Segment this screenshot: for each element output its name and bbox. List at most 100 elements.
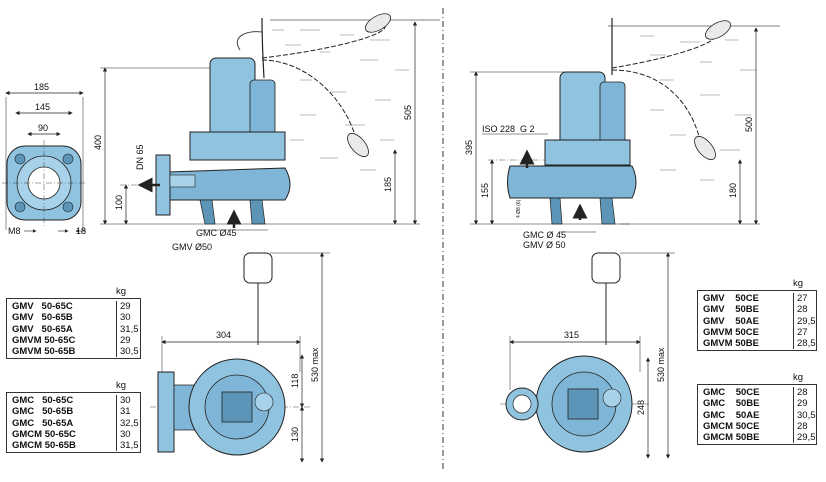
svg-text:4 Ø8 (6): 4 Ø8 (6) [516, 199, 522, 218]
weight-cell: 30 [116, 395, 131, 407]
table-row: GMC 50AE 30,5 [698, 409, 816, 421]
model-cell: GMVM 50-65C [12, 334, 76, 346]
svg-text:530 max: 530 max [656, 347, 666, 382]
svg-text:18: 18 [76, 226, 86, 236]
table-row: GMC 50-65B 31 [7, 406, 140, 418]
svg-text:GMC Ø45: GMC Ø45 [196, 228, 237, 238]
model-cell: GMCM 50-65C [12, 428, 76, 440]
table-row: GMV 50-65C 29 [7, 301, 140, 313]
table-row: GMVM 50CE 27 [698, 326, 816, 339]
weight-unit-label: kg [116, 380, 127, 391]
svg-text:185: 185 [383, 177, 393, 192]
svg-text:GMV Ø50: GMV Ø50 [172, 242, 212, 252]
svg-text:M8: M8 [8, 226, 21, 236]
weight-cell: 27 [793, 326, 808, 339]
svg-text:395: 395 [464, 140, 474, 155]
svg-text:400: 400 [93, 135, 103, 150]
pump-top-view-right: 530 max 315 248 [500, 252, 675, 459]
weight-cell: 30 [116, 312, 131, 324]
svg-text:180: 180 [728, 183, 738, 198]
table-row: GMC 50BE 29 [698, 398, 816, 410]
model-cell: GMVM 50-65B [12, 346, 76, 358]
table-row: GMC 50CE 28 [698, 387, 816, 399]
svg-text:500: 500 [744, 117, 754, 132]
table-row: GMV 50CE 27 [698, 293, 816, 305]
weight-cell: 32,5 [116, 417, 139, 429]
weight-cell: 29 [793, 398, 808, 410]
svg-text:145: 145 [35, 102, 50, 112]
model-cell: GMC 50BE [703, 398, 760, 410]
table-row: GMVM 50BE 28,5 [698, 338, 816, 350]
table-row: GMV 50-65A 31,5 [7, 323, 140, 335]
model-cell: GMCM 50-65B [12, 440, 76, 452]
svg-text:DN 65: DN 65 [135, 144, 145, 170]
model-cell: GMV 50-65B [12, 312, 73, 324]
svg-text:530 max: 530 max [310, 347, 320, 382]
model-cell: GMV 50AE [703, 315, 759, 327]
weight-unit-label: kg [793, 278, 804, 289]
table-row: GMVM 50-65B 30,5 [7, 346, 140, 358]
pump-top-view-left: 530 max 304 118 130 [150, 252, 330, 463]
table-row: GMVM 50-65C 29 [7, 334, 140, 347]
weight-cell: 29,5 [793, 315, 816, 327]
weight-unit-label: kg [116, 286, 127, 297]
weight-cell: 29 [116, 301, 131, 313]
weight-cell: 29 [116, 334, 131, 347]
svg-text:130: 130 [290, 427, 300, 442]
table-row: GMC 50-65A 32,5 [7, 417, 140, 429]
table-row: GMCM 50BE 29,5 [698, 432, 816, 444]
table-row: GMV 50-65B 30 [7, 312, 140, 324]
table-row: GMCM 50-65B 31,5 [7, 440, 140, 452]
svg-text:248: 248 [636, 400, 646, 415]
svg-text:GMC Ø 45: GMC Ø 45 [523, 230, 566, 240]
svg-text:90: 90 [38, 123, 48, 133]
model-cell: GMVM 50BE [703, 338, 759, 350]
weight-cell: 28 [793, 387, 808, 399]
svg-text:155: 155 [480, 183, 490, 198]
weight-cell: 30,5 [793, 409, 816, 421]
svg-text:315: 315 [564, 330, 579, 340]
model-cell: GMC 50-65C [12, 395, 74, 406]
flange-front-view: 185 145 90 M8 18 [2, 82, 86, 236]
model-cell: GMV 50-65C [12, 301, 73, 312]
weight-cell: 28 [793, 420, 808, 433]
table-row: GMCM 50CE 28 [698, 420, 816, 433]
weight-cell: 27 [793, 293, 808, 305]
pump-side-view-left: 505 185 400 100 DN 65 [93, 13, 440, 252]
svg-text:118: 118 [290, 374, 300, 388]
model-cell: GMC 50CE [703, 387, 760, 398]
model-cell: GMC 50-65A [12, 417, 74, 429]
weight-cell: 31 [116, 406, 131, 418]
weight-cell: 29,5 [793, 432, 816, 444]
model-cell: GMVM 50CE [703, 326, 759, 338]
svg-text:GMV Ø 50: GMV Ø 50 [523, 240, 566, 250]
model-cell: GMCM 50CE [703, 420, 760, 432]
svg-text:185: 185 [34, 82, 49, 92]
model-cell: GMV 50BE [703, 304, 759, 316]
model-cell: GMV 50CE [703, 293, 759, 304]
weight-cell: 28,5 [793, 338, 816, 350]
model-cell: GMCM 50BE [703, 432, 760, 444]
model-cell: GMC 50-65B [12, 406, 74, 418]
weight-cell: 30,5 [116, 346, 139, 358]
svg-text:304: 304 [216, 330, 231, 340]
table-row: GMV 50AE 29,5 [698, 315, 816, 327]
pump-side-view-right: 500 180 395 155 ISO 228 G 2 4 Ø8 (6) [464, 18, 780, 250]
svg-text:G 2: G 2 [520, 124, 535, 134]
weight-unit-label: kg [793, 372, 804, 383]
table-row: GMC 50-65C 30 [7, 395, 140, 407]
weight-cell: 31,5 [116, 323, 139, 335]
model-cell: GMV 50-65A [12, 323, 73, 335]
svg-text:ISO 228: ISO 228 [482, 124, 515, 134]
weight-cell: 31,5 [116, 440, 139, 452]
svg-text:100: 100 [114, 195, 124, 210]
model-cell: GMC 50AE [703, 409, 760, 421]
